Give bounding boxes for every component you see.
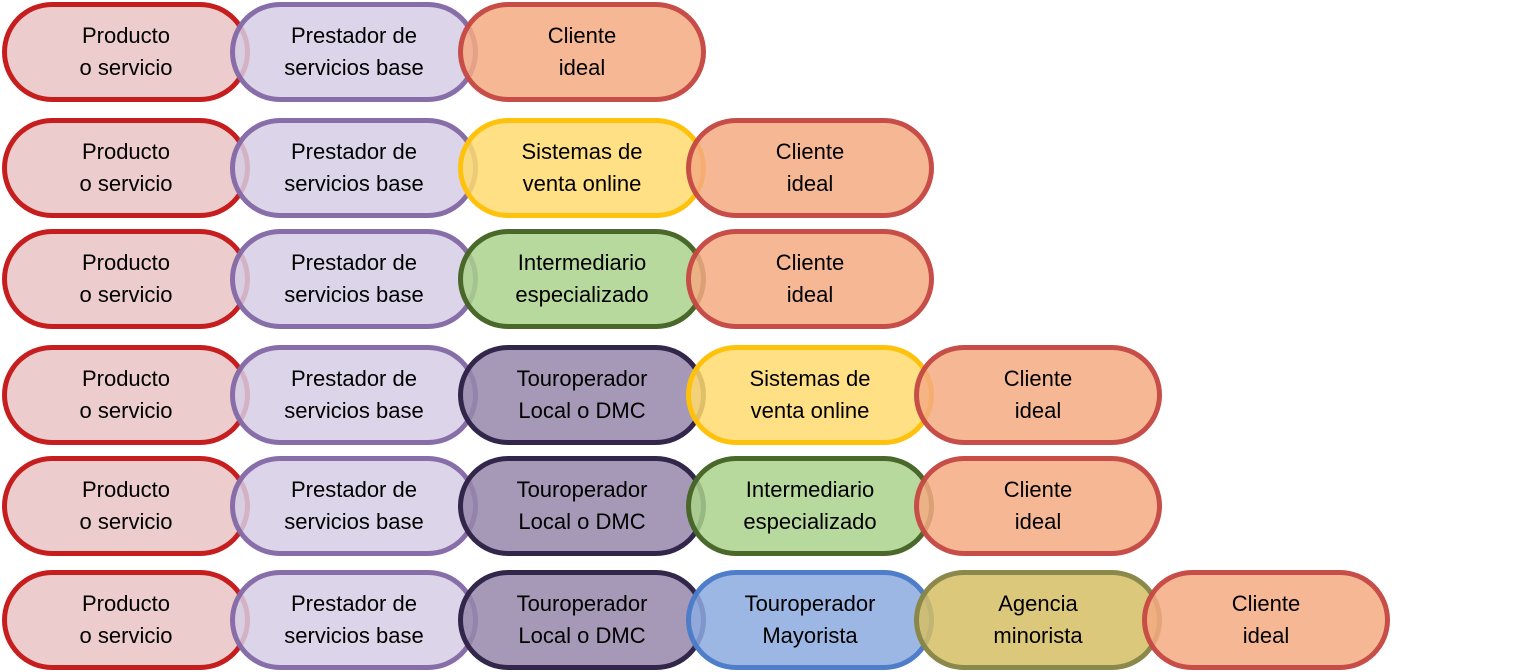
node-label: Sistemas de venta online <box>749 366 871 423</box>
node-cliente: Cliente ideal <box>686 118 934 218</box>
node-label: Producto o servicio <box>79 250 173 307</box>
node-prestador: Prestador de servicios base <box>230 345 478 445</box>
node-label: Sistemas de venta online <box>521 139 643 196</box>
node-cliente: Cliente ideal <box>1142 570 1390 670</box>
node-label: Cliente ideal <box>775 250 845 307</box>
node-label: Cliente ideal <box>1231 591 1301 648</box>
node-touroperador-local: Touroperador Local o DMC <box>458 345 706 445</box>
node-touroperador-mayorista: Touroperador Mayorista <box>686 570 934 670</box>
node-label: Touroperador Local o DMC <box>516 591 648 648</box>
node-label: Prestador de servicios base <box>284 477 424 534</box>
node-label: Intermediario especializado <box>515 250 649 307</box>
node-label: Cliente ideal <box>775 139 845 196</box>
node-label: Producto o servicio <box>79 477 173 534</box>
node-producto: Producto o servicio <box>2 345 250 445</box>
node-intermediario: Intermediario especializado <box>458 229 706 329</box>
node-label: Producto o servicio <box>79 366 173 423</box>
node-prestador: Prestador de servicios base <box>230 229 478 329</box>
node-label: Touroperador Local o DMC <box>516 366 648 423</box>
node-prestador: Prestador de servicios base <box>230 570 478 670</box>
node-label: Cliente ideal <box>1003 366 1073 423</box>
node-label: Prestador de servicios base <box>284 250 424 307</box>
node-label: Prestador de servicios base <box>284 366 424 423</box>
node-cliente: Cliente ideal <box>458 2 706 102</box>
node-label: Prestador de servicios base <box>284 591 424 648</box>
node-label: Intermediario especializado <box>743 477 877 534</box>
node-producto: Producto o servicio <box>2 229 250 329</box>
node-sistemas: Sistemas de venta online <box>686 345 934 445</box>
node-cliente: Cliente ideal <box>914 345 1162 445</box>
node-label: Producto o servicio <box>79 139 173 196</box>
node-touroperador-local: Touroperador Local o DMC <box>458 456 706 556</box>
node-label: Prestador de servicios base <box>284 139 424 196</box>
node-label: Prestador de servicios base <box>284 23 424 80</box>
node-touroperador-local: Touroperador Local o DMC <box>458 570 706 670</box>
node-intermediario: Intermediario especializado <box>686 456 934 556</box>
node-producto: Producto o servicio <box>2 570 250 670</box>
node-prestador: Prestador de servicios base <box>230 456 478 556</box>
node-label: Cliente ideal <box>547 23 617 80</box>
node-producto: Producto o servicio <box>2 118 250 218</box>
node-label: Producto o servicio <box>79 23 173 80</box>
node-prestador: Prestador de servicios base <box>230 2 478 102</box>
node-label: Touroperador Local o DMC <box>516 477 648 534</box>
node-label: Touroperador Mayorista <box>744 591 876 648</box>
node-label: Cliente ideal <box>1003 477 1073 534</box>
node-agencia: Agencia minorista <box>914 570 1162 670</box>
node-cliente: Cliente ideal <box>914 456 1162 556</box>
node-label: Agencia minorista <box>993 591 1083 648</box>
node-prestador: Prestador de servicios base <box>230 118 478 218</box>
node-sistemas: Sistemas de venta online <box>458 118 706 218</box>
node-label: Producto o servicio <box>79 591 173 648</box>
node-cliente: Cliente ideal <box>686 229 934 329</box>
node-producto: Producto o servicio <box>2 456 250 556</box>
node-producto: Producto o servicio <box>2 2 250 102</box>
